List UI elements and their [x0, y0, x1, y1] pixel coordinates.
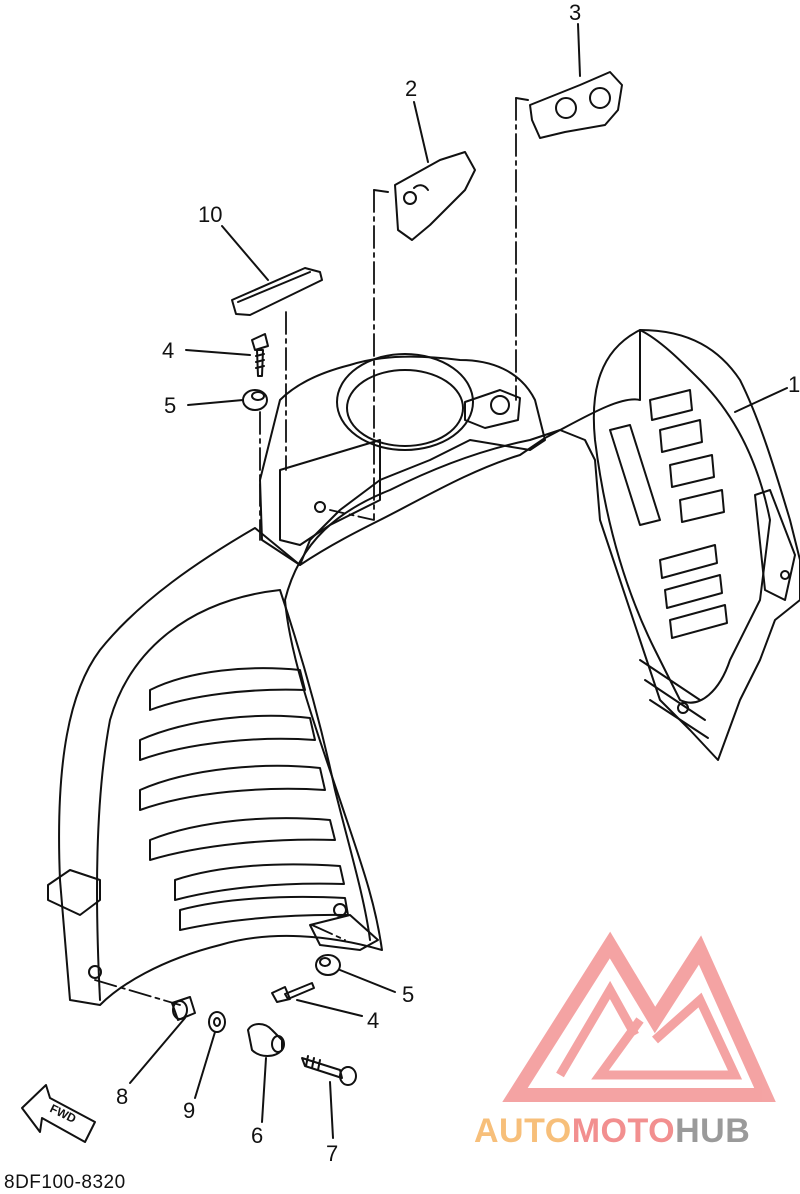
right-ribs — [639, 659, 709, 739]
part-3-hole-1 — [555, 97, 577, 119]
part-3-plate — [529, 71, 623, 139]
housing-hole-left — [314, 501, 326, 513]
meter-opening — [336, 353, 474, 451]
leader-2 — [413, 101, 429, 163]
part-6-damper-end — [271, 1035, 285, 1053]
assembly-line-3-top — [515, 97, 529, 101]
part-2-hole — [403, 191, 417, 205]
assembly-line-bracket — [311, 924, 346, 941]
leader-10 — [221, 225, 269, 281]
left-vent-5 — [174, 863, 345, 901]
meter-housing — [259, 355, 546, 566]
bottom-bracket — [309, 914, 379, 951]
part-6-damper — [247, 1023, 283, 1057]
callout-1: 1 — [788, 372, 800, 397]
part-5-grommet-upper-inner — [251, 391, 265, 401]
part-5-grommet-lower-inner — [319, 957, 331, 967]
right-vent-3 — [669, 454, 715, 488]
left-mount-tab — [47, 869, 101, 916]
left-vent-6 — [179, 895, 349, 931]
right-vent-8 — [609, 424, 661, 526]
housing-socket — [464, 389, 521, 429]
fwd-label: FWD — [48, 1101, 79, 1126]
part-10-strip — [231, 267, 323, 316]
callout-7: 7 — [326, 1141, 339, 1166]
right-vent-6 — [664, 574, 723, 609]
bottom-mount-hole — [333, 903, 347, 917]
leader-8 — [129, 1017, 186, 1084]
part-4-screw-lower — [271, 982, 315, 1003]
meter-opening-inner — [346, 369, 464, 447]
part-7-bolt-threads — [305, 1055, 321, 1071]
watermark-part-3: HUB — [675, 1112, 751, 1150]
callout-5-upper: 5 — [164, 393, 177, 418]
housing-socket-hole — [490, 395, 510, 415]
part-8-collar — [171, 996, 196, 1021]
right-vent-1 — [649, 389, 693, 421]
callout-8: 8 — [116, 1084, 129, 1109]
part-2-bracket — [394, 151, 476, 241]
part-8-collar-end — [172, 1000, 188, 1020]
fwd-arrow-icon — [21, 1084, 96, 1143]
right-mount-hole-1 — [780, 570, 790, 580]
inner-panel-outline — [58, 329, 800, 1006]
callout-2: 2 — [405, 76, 418, 101]
leader-3 — [577, 23, 581, 77]
part-7-bolt — [301, 1057, 343, 1079]
part-7-bolt-head — [339, 1066, 357, 1086]
leader-7 — [329, 1081, 334, 1139]
part-9-washer — [208, 1011, 226, 1033]
part-9-washer-hole — [213, 1017, 221, 1027]
part-4-threads-upper — [255, 353, 265, 369]
leader-5-upper — [187, 399, 244, 406]
left-vent-4 — [149, 817, 336, 861]
right-vent-4 — [679, 489, 725, 523]
left-vent-panel — [96, 589, 371, 1001]
meter-front-face — [279, 439, 381, 546]
watermark-part-1: AUTO — [474, 1112, 572, 1150]
callout-3: 3 — [569, 0, 582, 25]
callout-6: 6 — [251, 1123, 264, 1148]
watermark-part-2: MOTO — [571, 1112, 676, 1150]
part-2-notch — [413, 184, 429, 191]
callout-4-lower: 4 — [367, 1008, 380, 1033]
left-mount-hole — [88, 965, 102, 979]
assembly-line-bottom — [94, 979, 181, 1006]
callout-5-lower: 5 — [402, 982, 415, 1007]
callout-9: 9 — [183, 1098, 196, 1123]
left-vent-1 — [149, 667, 306, 711]
assembly-line-2 — [329, 189, 375, 521]
left-vent-3 — [139, 764, 326, 811]
assembly-line-2-top — [373, 189, 389, 193]
leader-9 — [194, 1031, 216, 1099]
left-vent-2 — [139, 714, 316, 761]
part-3-hole-2 — [589, 87, 611, 109]
right-side-panel — [592, 329, 771, 704]
part-10-strip-edge — [237, 271, 311, 303]
right-vent-5 — [659, 544, 718, 579]
leader-4-lower — [296, 999, 363, 1017]
right-vent-2 — [659, 419, 703, 453]
leader-6 — [261, 1057, 267, 1123]
leader-4-upper — [185, 349, 251, 356]
right-mount-tab — [754, 489, 796, 601]
callout-10: 10 — [198, 202, 223, 227]
callout-4-upper: 4 — [162, 338, 175, 363]
document-number: 8DF100-8320 — [4, 1172, 126, 1193]
watermark-text: AUTOMOTOHUB — [474, 1112, 750, 1151]
leader-5-lower — [339, 969, 396, 993]
right-vent-7 — [669, 604, 728, 639]
leader-1 — [734, 387, 788, 413]
watermark-logo-icon — [502, 931, 776, 1102]
part-5-grommet-lower — [315, 954, 341, 976]
